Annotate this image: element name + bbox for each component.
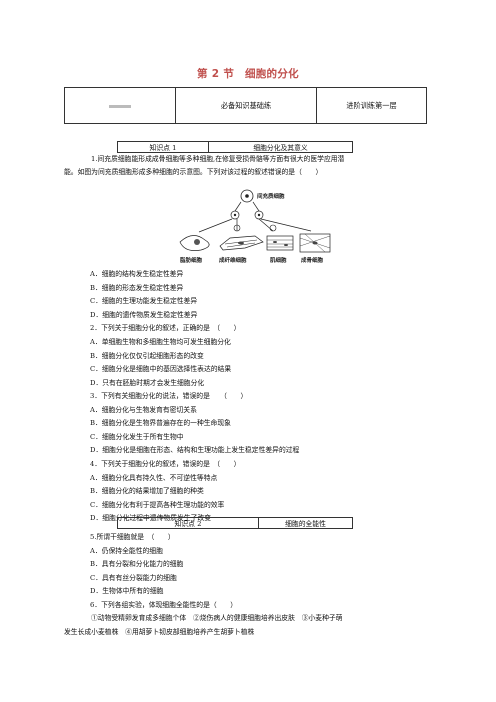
kp2-topic: 细胞的全能性 xyxy=(258,517,353,529)
cell-differentiation-figure: 间充质细胞 脂肪细胞 成纤维细胞 肌细胞 成骨 xyxy=(179,189,331,264)
fat-cell-icon xyxy=(179,235,210,251)
q2-option-b: B．细胞分化仅仅引起细胞形态的改变 xyxy=(90,352,204,360)
q6-line-2: 发生长成小麦植株 ④用胡萝卜韧皮部细胞培养产生胡萝卜植株 xyxy=(64,628,255,636)
q3-option-c: C．细胞分化发生于所有生物中 xyxy=(90,433,184,441)
question-2: 2．下列关于细胞分化的叙述，正确的是 （ ） xyxy=(90,324,241,332)
question-1-line-1: 1.间充质细胞能形成成骨细胞等多种细胞,在修复受损骨骼等方面有很大的医学应用潜 xyxy=(91,155,345,163)
q6-line-1: ①动物受精卵发育成多细胞个体 ②烧伤病人的健康细胞培养出皮肤 ③小麦种子萌 xyxy=(91,614,343,622)
question-4: 4．下列关于细胞分化的叙述，错误的是 （ ） xyxy=(90,460,241,468)
kp2-label: 知识点 2 xyxy=(117,517,259,529)
q5-option-a: A．仍保持全能性的细胞 xyxy=(90,547,163,555)
kp1-label: 知识点 1 xyxy=(117,141,209,153)
q2-option-d: D．只有在胚胎时期才会发生细胞分化 xyxy=(90,379,205,387)
knowledge-point-1: 知识点 1 细胞分化及其意义 xyxy=(117,141,353,153)
mesenchymal-cell-label: 间充质细胞 xyxy=(257,192,285,200)
q1-option-c: C．细胞的生理功能发生稳定性差异 xyxy=(90,297,198,305)
q4-option-b: B．细胞分化的结果增加了细胞的种类 xyxy=(90,487,204,495)
question-5: 5.所谓干细胞就是 （ ） xyxy=(90,533,175,541)
question-6: 6．下列各组实验，体现细胞全能性的是（ ） xyxy=(90,601,238,609)
page-title: 第 2 节 细胞的分化 xyxy=(197,68,299,80)
header-cell-advanced: 进阶训练第一层 xyxy=(316,87,427,124)
q5-option-c: C．具有有丝分裂能力的细胞 xyxy=(90,574,177,582)
q2-option-a: A．单细胞生物和多细胞生物均可发生细胞分化 xyxy=(90,338,231,346)
q3-option-a: A．细胞分化与生物发育有密切关系 xyxy=(90,406,197,414)
q2-option-c: C．细胞分化是细胞中的基因选择性表达的结果 xyxy=(90,365,232,373)
q4-option-a: A．细胞分化具有持久性、不可逆性等特点 xyxy=(90,474,218,482)
section-header-table: 必备知识基础练 进阶训练第一层 xyxy=(64,87,427,124)
decoration-bar xyxy=(109,104,131,108)
q3-option-d: D．细胞分化是细胞在形态、结构和生理功能上发生稳定性差异的过程 xyxy=(90,446,300,454)
muscle-cell-label: 肌细胞 xyxy=(269,256,287,264)
question-1-line-2: 能。如图为间充质细胞形成多种细胞的示意图。下列对该过程的叙述错误的是（ ） xyxy=(64,168,323,176)
question-3: 3．下列有关细胞分化的说法，错误的是 （ ） xyxy=(90,392,248,400)
q5-option-b: B．具有分裂和分化能力的细胞 xyxy=(90,560,184,568)
header-cell-basic: 必备知识基础练 xyxy=(175,87,317,124)
fat-cell-label: 脂肪细胞 xyxy=(179,256,203,264)
q1-option-a: A．细胞的结构发生稳定性差异 xyxy=(90,270,184,278)
q3-option-b: B．细胞分化是生物界普遍存在的一种生命现象 xyxy=(90,419,231,427)
decoration-cell xyxy=(64,87,176,124)
osteoblast-icon xyxy=(299,233,331,253)
osteoblast-label: 成骨细胞 xyxy=(301,256,324,264)
fibroblast-label: 成纤维细胞 xyxy=(219,256,247,264)
q5-option-d: D．生物体中所有的细胞 xyxy=(90,587,164,595)
q1-option-d: D．细胞的遗传物质发生稳定性差异 xyxy=(90,311,198,319)
q1-option-b: B．细胞的形态发生稳定性差异 xyxy=(90,284,184,292)
muscle-cell-icon xyxy=(266,235,294,251)
q4-option-c: C．细胞分化有利于提高各种生理功能的效率 xyxy=(90,501,225,509)
fibroblast-icon xyxy=(219,235,264,251)
knowledge-point-2: 知识点 2 细胞的全能性 xyxy=(117,517,353,529)
kp1-topic: 细胞分化及其意义 xyxy=(208,141,353,153)
mesenchymal-cell-icon xyxy=(240,189,254,203)
